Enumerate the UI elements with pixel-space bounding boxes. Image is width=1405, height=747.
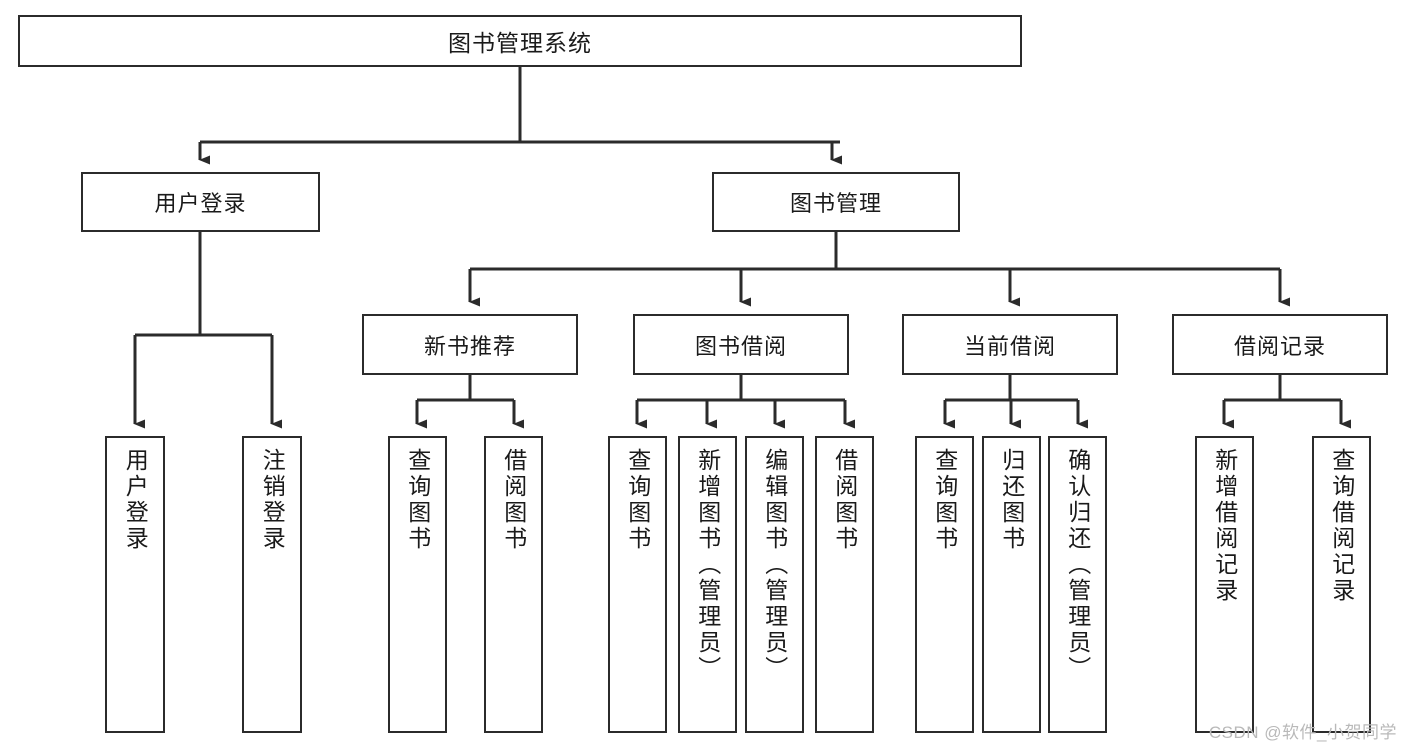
node-leaf-borrow-book-1[interactable]: 借阅图书 bbox=[484, 436, 543, 733]
node-user-login-label: 用户登录 bbox=[154, 191, 247, 216]
node-new-book-rec[interactable]: 新书推荐 bbox=[362, 314, 578, 375]
node-leaf-confirm-return-label: 确认归还（管理员） bbox=[1064, 448, 1091, 682]
node-leaf-query-book-1[interactable]: 查询图书 bbox=[388, 436, 447, 733]
node-leaf-query-record[interactable]: 查询借阅记录 bbox=[1312, 436, 1371, 733]
node-leaf-return-book[interactable]: 归还图书 bbox=[982, 436, 1041, 733]
node-user-login[interactable]: 用户登录 bbox=[81, 172, 320, 232]
node-leaf-add-record-label: 新增借阅记录 bbox=[1211, 448, 1238, 604]
node-leaf-add-book[interactable]: 新增图书（管理员） bbox=[678, 436, 737, 733]
node-leaf-borrow-book-1-label: 借阅图书 bbox=[500, 448, 527, 552]
node-book-manage-label: 图书管理 bbox=[789, 191, 882, 216]
node-leaf-query-book-3[interactable]: 查询图书 bbox=[915, 436, 974, 733]
node-leaf-user-login[interactable]: 用户登录 bbox=[105, 436, 165, 733]
node-book-manage[interactable]: 图书管理 bbox=[712, 172, 960, 232]
csdn-watermark: CSDN @软件_小贺同学 bbox=[1208, 723, 1397, 742]
node-current-borrow-label: 当前借阅 bbox=[963, 333, 1056, 359]
node-root-label: 图书管理系统 bbox=[448, 30, 592, 56]
node-leaf-query-book-3-label: 查询图书 bbox=[931, 448, 958, 552]
node-borrow-record-label: 借阅记录 bbox=[1233, 333, 1326, 359]
node-leaf-edit-book-label: 编辑图书（管理员） bbox=[761, 448, 788, 682]
node-leaf-query-record-label: 查询借阅记录 bbox=[1328, 448, 1355, 604]
node-book-borrow-label: 图书借阅 bbox=[694, 333, 787, 359]
node-leaf-query-book-1-label: 查询图书 bbox=[404, 448, 431, 552]
node-borrow-record[interactable]: 借阅记录 bbox=[1172, 314, 1388, 375]
node-root[interactable]: 图书管理系统 bbox=[18, 15, 1022, 67]
node-leaf-confirm-return[interactable]: 确认归还（管理员） bbox=[1048, 436, 1107, 733]
node-leaf-borrow-book-2-label: 借阅图书 bbox=[831, 448, 858, 552]
node-leaf-borrow-book-2[interactable]: 借阅图书 bbox=[815, 436, 874, 733]
node-leaf-return-book-label: 归还图书 bbox=[998, 448, 1025, 552]
node-leaf-edit-book[interactable]: 编辑图书（管理员） bbox=[745, 436, 804, 733]
node-leaf-query-book-2-label: 查询图书 bbox=[624, 448, 651, 552]
node-new-book-rec-label: 新书推荐 bbox=[423, 333, 516, 359]
node-leaf-logout[interactable]: 注销登录 bbox=[242, 436, 302, 733]
node-leaf-query-book-2[interactable]: 查询图书 bbox=[608, 436, 667, 733]
node-current-borrow[interactable]: 当前借阅 bbox=[902, 314, 1118, 375]
node-leaf-add-record[interactable]: 新增借阅记录 bbox=[1195, 436, 1254, 733]
node-leaf-add-book-label: 新增图书（管理员） bbox=[694, 448, 721, 682]
node-leaf-user-login-label: 用户登录 bbox=[122, 448, 149, 552]
node-leaf-logout-label: 注销登录 bbox=[259, 448, 286, 552]
node-book-borrow[interactable]: 图书借阅 bbox=[633, 314, 849, 375]
